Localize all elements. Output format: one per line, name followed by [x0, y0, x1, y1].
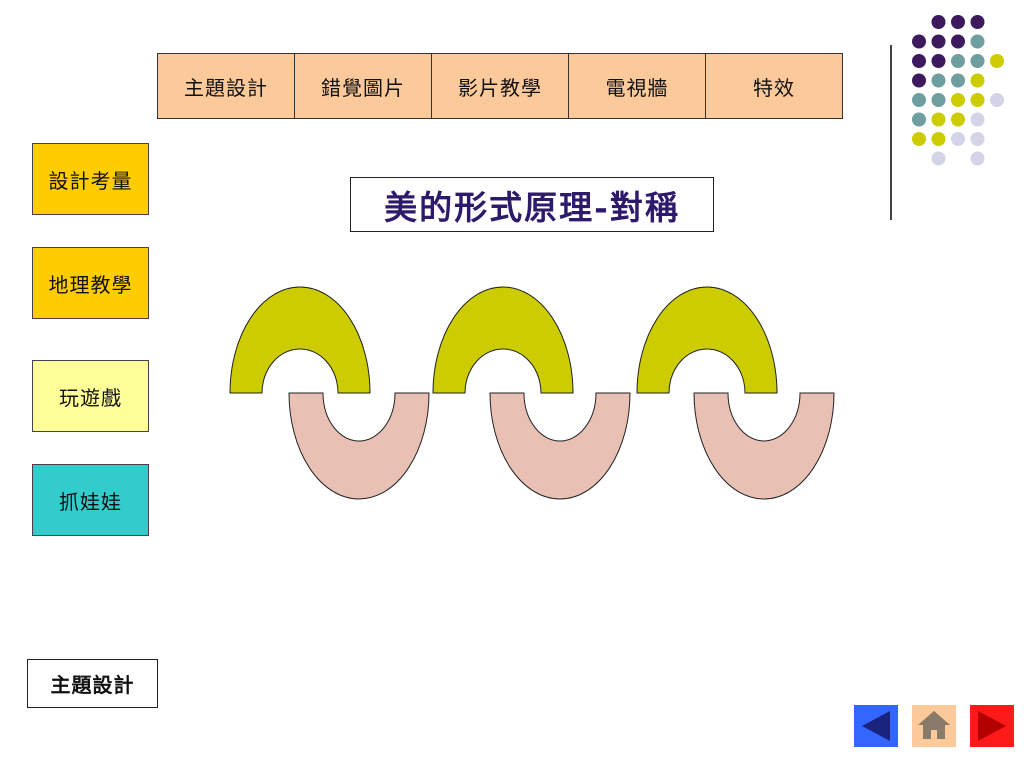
decorative-dot [912, 54, 926, 68]
decorative-dot [931, 132, 946, 146]
decorative-dot [951, 15, 965, 29]
decorative-dot [970, 151, 985, 166]
decorative-dot [970, 93, 985, 107]
decorative-divider [890, 45, 892, 220]
upper-arch-shape [636, 286, 778, 394]
lower-arch-shape [288, 392, 430, 500]
lower-arch-shape [693, 392, 835, 500]
lower-arch-shape [489, 392, 631, 500]
symmetry-arches-illustration [229, 286, 835, 500]
decorative-dot [931, 34, 946, 49]
decorative-dot [912, 132, 926, 146]
design-considerations-button[interactable]: 設計考量 [32, 143, 149, 215]
tab-tv-wall[interactable]: 電視牆 [569, 54, 706, 118]
decorative-dot [931, 15, 946, 29]
decorative-dot [951, 132, 965, 146]
top-nav: 主題設計 錯覺圖片 影片教學 電視牆 特效 [157, 53, 843, 119]
tab-video-tutorial[interactable]: 影片教學 [432, 54, 569, 118]
decorative-dot [970, 15, 985, 29]
decorative-dot [931, 73, 946, 88]
slide-title: 美的形式原理-對稱 [350, 177, 714, 232]
decorative-dot [951, 73, 965, 88]
geography-teaching-button[interactable]: 地理教學 [32, 247, 149, 319]
upper-arch-shape [229, 286, 371, 394]
decorative-dot [951, 34, 965, 49]
decorative-dot [970, 73, 985, 88]
decorative-dot [970, 112, 985, 127]
decorative-dot [912, 112, 926, 127]
decorative-dot [912, 93, 926, 107]
decorative-dot [931, 93, 946, 107]
decorative-dot [970, 54, 985, 68]
tab-theme-design[interactable]: 主題設計 [158, 54, 295, 118]
forward-arrow-icon[interactable] [970, 705, 1014, 747]
back-arrow-icon[interactable] [854, 705, 898, 747]
play-games-button[interactable]: 玩遊戲 [32, 360, 149, 432]
decorative-dot [931, 54, 946, 68]
decorative-dot [931, 112, 946, 127]
claw-machine-button[interactable]: 抓娃娃 [32, 464, 149, 536]
decorative-dot [970, 132, 985, 146]
decorative-dot-grid [912, 15, 1004, 166]
decorative-dot [951, 93, 965, 107]
decorative-dot [990, 93, 1004, 107]
decorative-dot [912, 34, 926, 49]
decorative-dot [931, 151, 946, 166]
decorative-dot [990, 54, 1004, 68]
tab-illusion-images[interactable]: 錯覺圖片 [295, 54, 432, 118]
decorative-dot [951, 112, 965, 127]
footer-section-label: 主題設計 [27, 659, 158, 708]
upper-arch-shape [432, 286, 574, 394]
decorative-dot [970, 34, 985, 49]
decorative-dot [951, 54, 965, 68]
decorative-dot [912, 73, 926, 88]
home-icon[interactable] [912, 705, 956, 747]
tab-effects[interactable]: 特效 [706, 54, 842, 118]
